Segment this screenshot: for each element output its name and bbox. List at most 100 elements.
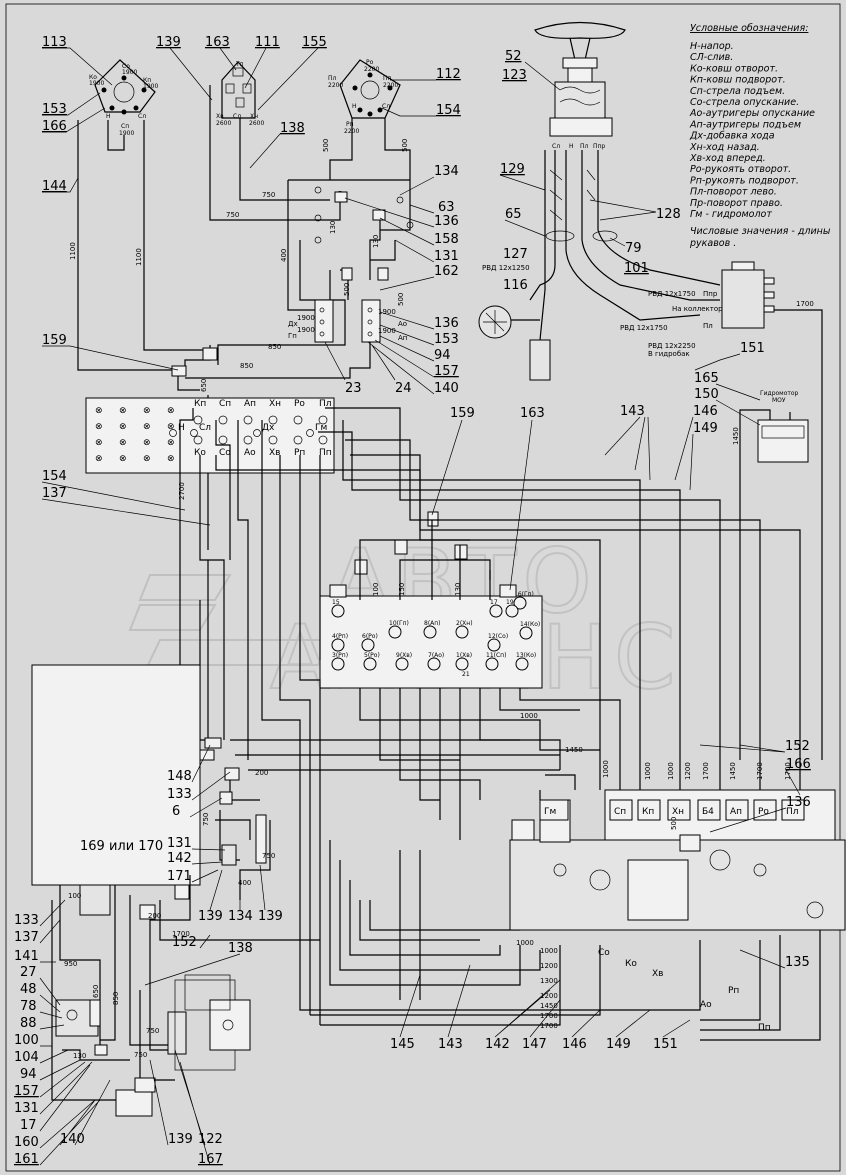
len-1900c: 1900 <box>378 308 396 316</box>
panel-mid-label: Сл <box>199 423 211 433</box>
legend-item: Хв-ход вперед. <box>689 153 766 164</box>
callout-151a: 151 <box>740 341 765 356</box>
misc-len: 950 <box>64 960 77 968</box>
callout-138a: 138 <box>280 121 305 136</box>
callout-141: 141 <box>14 949 39 964</box>
jl-top: Со <box>122 63 130 70</box>
panel-mid-port <box>306 429 314 437</box>
distributor-section <box>539 799 569 821</box>
panel-bot-port <box>193 435 203 445</box>
block-len: 150 <box>398 583 406 596</box>
distributor-section-label: Хн <box>672 807 684 817</box>
block-port <box>515 657 529 671</box>
block-port <box>487 638 501 652</box>
callout-167: 167 <box>198 1152 223 1167</box>
panel-bot-label: Пп <box>319 448 332 458</box>
block-port-label: 8(Ап) <box>424 620 441 627</box>
bottom-hose-len: 1300 <box>540 977 558 985</box>
bottom-hose-len: 1000 <box>540 947 558 955</box>
len-500c: 500 <box>343 283 351 296</box>
jl-ul-len: 1900 <box>89 80 104 87</box>
port-ao: Ао <box>398 320 407 328</box>
misc-len: 200 <box>148 912 161 920</box>
len-130a: 130 <box>329 221 337 234</box>
distributor-section <box>637 799 661 821</box>
callout-154b: 154 <box>42 469 67 484</box>
len-1900d: 1900 <box>378 327 396 335</box>
panel-fastener-icon: ⊗ <box>143 438 151 448</box>
panel-bot-port <box>218 435 228 445</box>
panel-fastener-icon: ⊗ <box>143 454 151 464</box>
misc-len: 850 <box>112 992 120 1005</box>
callout-153a: 153 <box>42 102 67 117</box>
len-130b: 130 <box>372 235 380 248</box>
callout-140b: 140 <box>60 1132 85 1147</box>
block-port-label: 19 <box>506 599 514 606</box>
callout-112: 112 <box>436 67 461 82</box>
callout-157a: 157 <box>434 364 459 379</box>
panel-top-label: Хн <box>269 399 281 409</box>
panel-fastener-icon: ⊗ <box>119 406 127 416</box>
misc-len: 750 <box>202 813 210 826</box>
panel-top-port <box>243 415 253 425</box>
panel-bot-label: Со <box>219 448 231 458</box>
legend: Условные обозначения: Н-напор.СЛ-слив.Ко… <box>689 23 831 249</box>
legend-item: Ап-аутригеры подъем <box>689 119 801 130</box>
callout-151b: 151 <box>653 1037 678 1052</box>
jl-bot: Сп <box>121 123 129 130</box>
panel-top-port <box>293 415 303 425</box>
misc-len: 200 <box>255 769 268 777</box>
callout-146a: 146 <box>693 404 718 419</box>
len-1900a: 1900 <box>297 314 315 322</box>
block-port <box>485 657 499 671</box>
block-port-label: 3(Рп) <box>332 652 348 659</box>
callout-65: 65 <box>505 207 522 222</box>
callout-162: 162 <box>434 264 459 279</box>
distributor-section-label: Кп <box>642 807 654 817</box>
callout-136a: 136 <box>434 214 459 229</box>
misc-len: 130 <box>73 1052 86 1060</box>
callout-159a: 159 <box>42 333 67 348</box>
distributor-hose-len: 1200 <box>684 762 692 780</box>
callout-145: 145 <box>390 1037 415 1052</box>
callout-137b: 137 <box>14 930 39 945</box>
callout-149a: 149 <box>693 421 718 436</box>
callout-113: 113 <box>42 35 67 50</box>
block-port-label: 21 <box>462 671 470 678</box>
callout-158: 158 <box>434 232 459 247</box>
pump-122 <box>167 1011 187 1055</box>
callout-17: 17 <box>20 1118 37 1133</box>
callout-157b: 157 <box>14 1084 39 1099</box>
legend-item: Пр-поворот право. <box>690 198 783 209</box>
distributor-section <box>697 799 721 821</box>
panel-top-port <box>318 415 328 425</box>
steer-rvd1: РВД 12х1250 <box>482 264 530 272</box>
motor-title-1: Гидромотор <box>760 390 799 397</box>
steer-pl: Пл <box>580 143 589 150</box>
panel-bot-label: Рп <box>294 448 305 458</box>
panel-fastener-icon: ⊗ <box>167 454 175 464</box>
block-port <box>361 638 375 652</box>
callout-144: 144 <box>42 179 67 194</box>
legend-item: Ко-ковш отворот. <box>690 63 778 74</box>
panel-mid-port <box>253 429 261 437</box>
panel-fastener-icon: ⊗ <box>119 438 127 448</box>
bottom-hose-len: 1700 <box>540 1022 558 1030</box>
panel-fastener-icon: ⊗ <box>95 422 103 432</box>
block-port-label: 13(Ко) <box>516 652 536 659</box>
panel-top-port <box>268 415 278 425</box>
callout-147: 147 <box>522 1037 547 1052</box>
misc-len: 1700 <box>172 930 190 938</box>
distributor-hose-len: 1000 <box>602 760 610 778</box>
legend-note-1: Числовые значения - длины <box>690 226 831 237</box>
steer-sl: Сл <box>552 143 560 150</box>
legend-title: Условные обозначения: <box>690 23 808 34</box>
block-port <box>388 625 402 639</box>
panel-top-port <box>218 415 228 425</box>
misc-len: 750 <box>146 1027 159 1035</box>
callout-152a: 152 <box>172 935 197 950</box>
panel-bot-label: Хв <box>269 448 280 458</box>
